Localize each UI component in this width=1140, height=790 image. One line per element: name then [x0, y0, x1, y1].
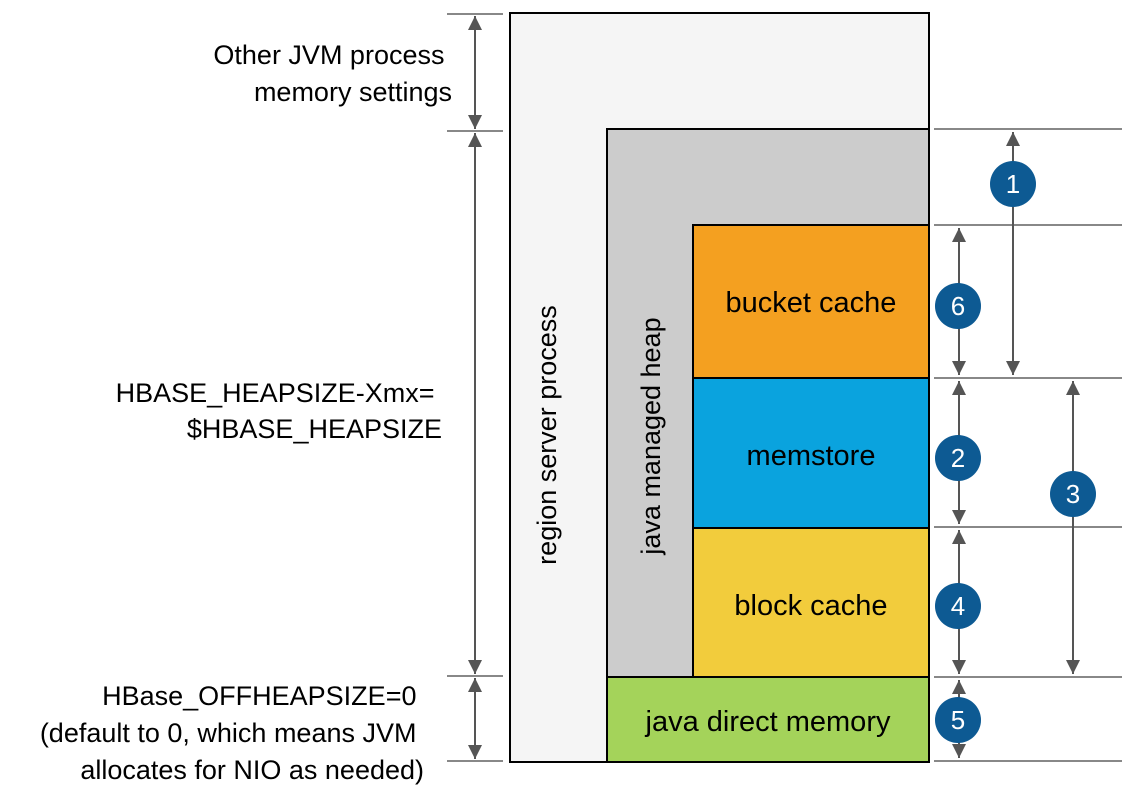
region-server-label: region server process: [532, 305, 562, 565]
block-cache-box: [692, 527, 930, 678]
badge-4: 4: [935, 583, 981, 629]
direct-memory-box: [606, 676, 930, 763]
memstore-label: memstore: [747, 440, 876, 472]
badge-1: 1: [990, 161, 1036, 207]
badge-5-number: 5: [951, 705, 965, 735]
java-heap-label: java managed heap: [636, 317, 666, 555]
block-cache-label: block cache: [734, 590, 887, 622]
offheap-label: HBase_OFFHEAPSIZE=0 (default to 0, which…: [40, 681, 424, 785]
guide-lines: [447, 13, 1122, 762]
other-jvm-label: Other JVM process memory settings: [213, 40, 452, 107]
bucket-cache-label: bucket cache: [726, 287, 897, 319]
badge-6: 6: [935, 283, 981, 329]
heapsize-label: HBASE_HEAPSIZE-Xmx= $HBASE_HEAPSIZE: [116, 378, 442, 444]
badge-3: 3: [1050, 471, 1096, 517]
direct-memory-label: java direct memory: [645, 706, 891, 738]
badge-2-number: 2: [951, 443, 965, 473]
badge-5: 5: [935, 697, 981, 743]
badge-3-number: 3: [1066, 479, 1080, 509]
badge-1-number: 1: [1006, 169, 1020, 199]
badge-4-number: 4: [951, 591, 965, 621]
badge-6-number: 6: [951, 291, 965, 321]
badge-2: 2: [935, 435, 981, 481]
memstore-box: [692, 377, 930, 529]
